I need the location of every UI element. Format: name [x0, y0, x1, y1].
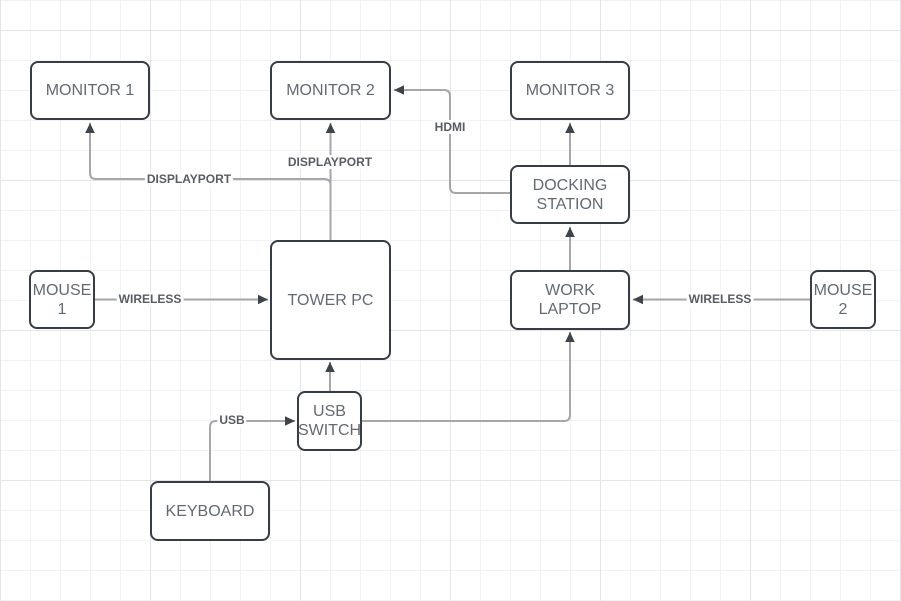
edge-label-wireless-mouse-1[interactable]: WIRELESS [116, 292, 184, 306]
node-docking-station-label-line1: DOCKING [532, 176, 608, 194]
node-tower-pc-label: TOWER PC [287, 291, 374, 309]
node-mouse-2[interactable]: MOUSE 2 [810, 270, 876, 329]
node-keyboard[interactable]: KEYBOARD [150, 481, 270, 541]
node-monitor-3-label: MONITOR 3 [525, 82, 615, 99]
node-tower-pc[interactable]: TOWER PC [270, 240, 391, 360]
edge-keyboard-to-usb-switch[interactable] [209, 416, 295, 481]
edge-label-displayport-monitor-2[interactable]: DISPLAYPORT [285, 155, 375, 169]
edge-label-usb[interactable]: USB [217, 413, 247, 427]
edge-label-hdmi[interactable]: HDMI [432, 120, 468, 134]
edge-docking-station-to-monitor-2[interactable] [394, 85, 510, 194]
node-mouse-1-label-line1: MOUSE [32, 281, 92, 299]
node-mouse-2-label-line2: 2 [838, 300, 848, 318]
node-monitor-1-label: MONITOR 1 [45, 82, 135, 99]
node-monitor-2[interactable]: MONITOR 2 [270, 61, 391, 120]
node-work-laptop[interactable]: WORK LAPTOP [510, 270, 630, 330]
node-keyboard-label: KEYBOARD [165, 502, 255, 520]
node-usb-switch-label-line2: SWITCH [297, 422, 362, 439]
node-monitor-2-label: MONITOR 2 [286, 82, 375, 99]
edge-label-wireless-mouse-2[interactable]: WIRELESS [686, 292, 754, 306]
node-work-laptop-label-line1: WORK [545, 282, 595, 299]
edge-label-displayport-monitor-1[interactable]: DISPLAYPORT [144, 172, 234, 186]
node-docking-station[interactable]: DOCKING STATION [510, 165, 630, 224]
node-usb-switch[interactable]: USB SWITCH [297, 391, 362, 451]
node-docking-station-label-line2: STATION [536, 195, 604, 213]
node-work-laptop-label-line2: LAPTOP [538, 301, 602, 318]
edge-usb-switch-to-work-laptop[interactable] [362, 332, 575, 422]
node-monitor-3[interactable]: MONITOR 3 [510, 61, 630, 120]
node-mouse-1-label-line2: 1 [57, 300, 67, 318]
node-monitor-1[interactable]: MONITOR 1 [30, 61, 150, 120]
node-usb-switch-label-line1: USB [313, 403, 346, 420]
node-mouse-1[interactable]: MOUSE 1 [29, 270, 95, 329]
node-mouse-2-label-line1: MOUSE [813, 281, 873, 299]
